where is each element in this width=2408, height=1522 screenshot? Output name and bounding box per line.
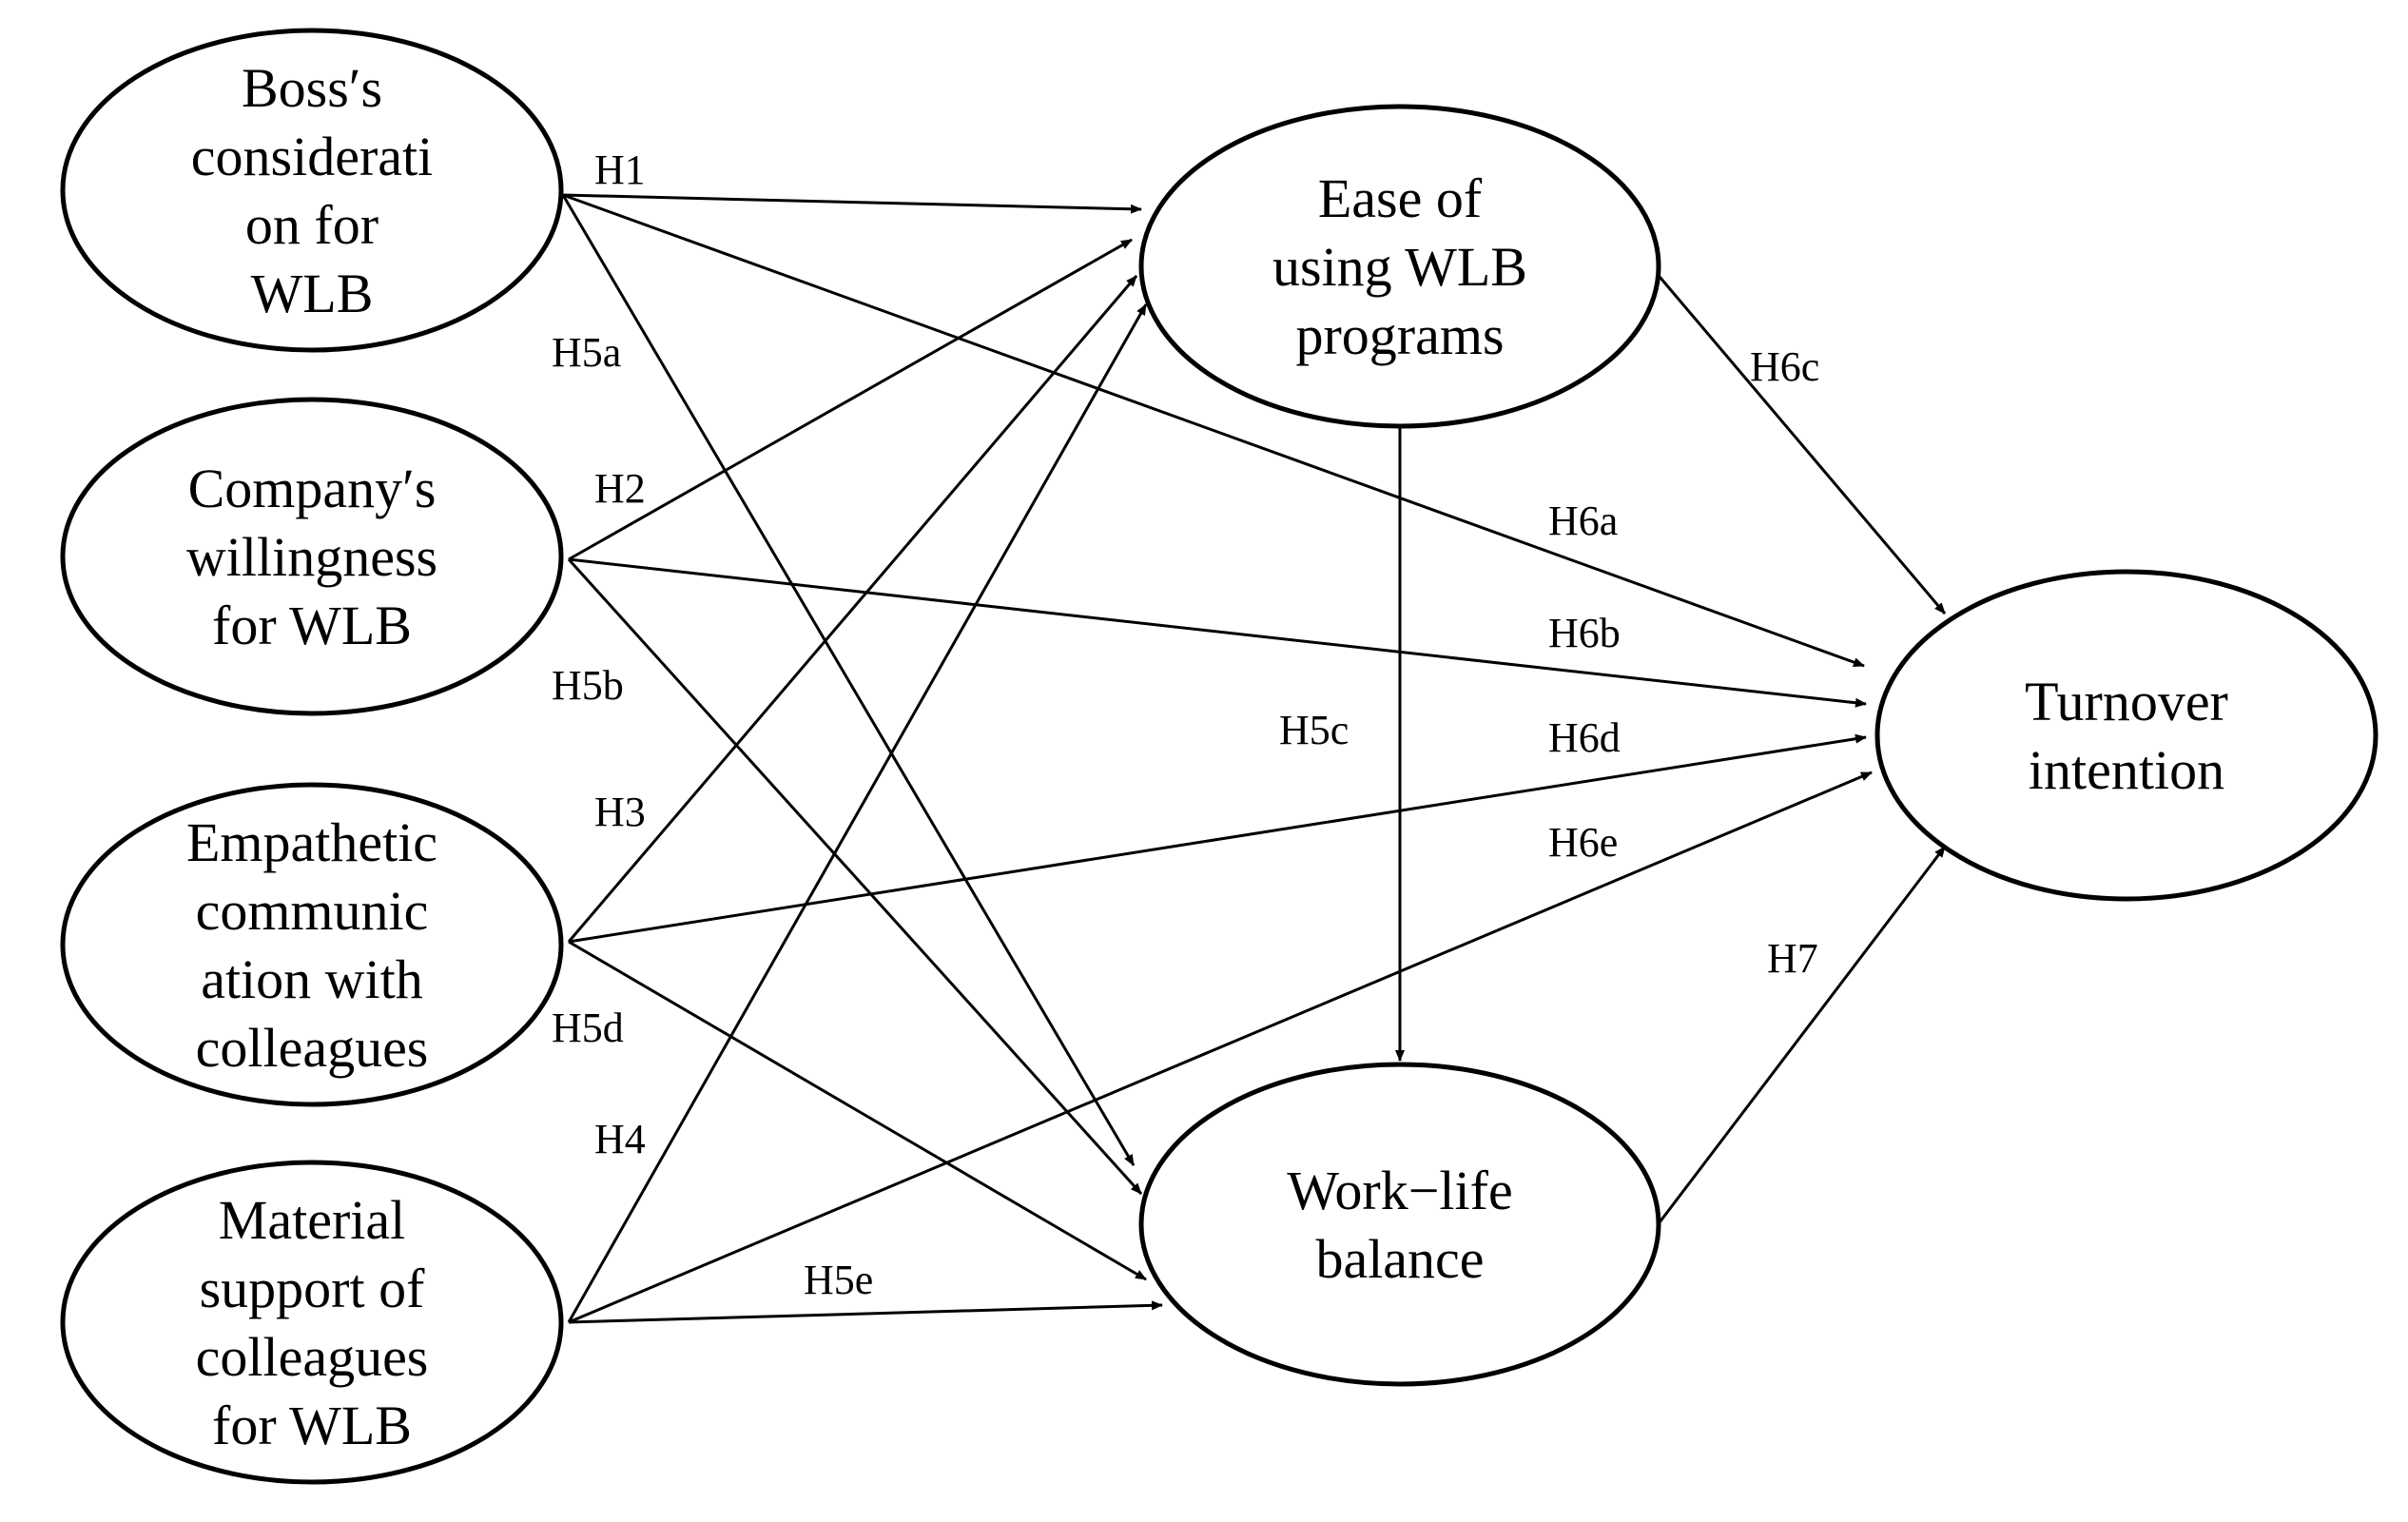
edge-label-h5a: H5a bbox=[552, 329, 621, 376]
edge-label-h3: H3 bbox=[594, 789, 646, 835]
node-label-boss-line-2: on for bbox=[245, 194, 379, 256]
node-label-boss-line-1: considerati bbox=[191, 126, 433, 187]
node-label-company-line-0: Company′s bbox=[188, 458, 437, 519]
node-label-boss-line-3: WLB bbox=[251, 263, 374, 324]
node-label-turnover-line-1: intention bbox=[2029, 739, 2224, 801]
node-turnover: Turnover intention bbox=[1874, 569, 2379, 902]
node-label-empathetic-line-2: ation with bbox=[201, 948, 423, 1010]
node-ellipse-company bbox=[60, 397, 564, 716]
edge-label-h4: H4 bbox=[594, 1116, 646, 1162]
node-material: Material support of colleagues for WLB bbox=[60, 1160, 564, 1485]
edge-label-h1: H1 bbox=[594, 146, 646, 193]
edge-label-h5e: H5e bbox=[804, 1257, 873, 1303]
arrow-h6b bbox=[568, 557, 1867, 708]
node-label-material-line-3: for WLB bbox=[212, 1395, 412, 1456]
edge-label-h5b: H5b bbox=[552, 662, 624, 709]
arrow-h6d bbox=[568, 733, 1867, 944]
edge-label-h6d: H6d bbox=[1548, 714, 1621, 761]
edge-label-h6a: H6a bbox=[1548, 498, 1618, 544]
arrow-h6a bbox=[562, 193, 1865, 668]
node-ellipse-boss bbox=[60, 28, 564, 353]
arrow-h3 bbox=[567, 275, 1138, 943]
arrow-h5a bbox=[561, 194, 1136, 1166]
node-label-ease-line-2: programs bbox=[1295, 304, 1504, 366]
node-company: Company′s willingness for WLB bbox=[60, 397, 564, 716]
node-label-empathetic-line-0: Empathetic bbox=[186, 811, 437, 873]
arrow-h5e bbox=[568, 1300, 1163, 1324]
node-label-empathetic-line-1: communic bbox=[196, 880, 429, 942]
edge-label-h6e: H6e bbox=[1548, 819, 1618, 866]
node-ellipse-empathetic bbox=[60, 782, 564, 1107]
node-label-company-line-2: for WLB bbox=[212, 595, 412, 656]
node-ellipse-material bbox=[60, 1160, 564, 1485]
edge-label-h2: H2 bbox=[594, 465, 646, 512]
node-label-ease-line-1: using WLB bbox=[1272, 236, 1527, 298]
node-label-material-line-2: colleagues bbox=[196, 1326, 429, 1388]
node-label-material-line-0: Material bbox=[219, 1189, 405, 1251]
node-label-wlb-line-1: balance bbox=[1315, 1228, 1484, 1290]
arrow-h7 bbox=[1658, 846, 1947, 1223]
edge-label-h7: H7 bbox=[1767, 935, 1818, 982]
arrow-h1 bbox=[562, 193, 1142, 214]
node-label-ease-line-0: Ease of bbox=[1318, 167, 1483, 229]
node-label-material-line-1: support of bbox=[200, 1258, 426, 1319]
node-wlb: Work−life balance bbox=[1138, 1062, 1661, 1387]
node-ellipse-wlb bbox=[1138, 1062, 1661, 1387]
arrow-h6c bbox=[1653, 270, 1947, 615]
edges-layer bbox=[561, 193, 1947, 1324]
node-ellipse-ease bbox=[1138, 104, 1661, 429]
arrow-h5d bbox=[568, 940, 1147, 1281]
edge-label-h5d: H5d bbox=[552, 1005, 624, 1051]
edge-label-h5c: H5c bbox=[1279, 707, 1349, 753]
node-ellipse-turnover bbox=[1874, 569, 2379, 902]
arrow-h2 bbox=[568, 238, 1133, 561]
edge-label-h6c: H6c bbox=[1750, 343, 1819, 390]
node-label-turnover-line-0: Turnover bbox=[2025, 671, 2228, 732]
node-label-boss-line-0: Boss′s bbox=[242, 57, 382, 119]
edge-label-h6b: H6b bbox=[1548, 610, 1621, 656]
arrow-h6e bbox=[568, 771, 1873, 1324]
arrow-h5b bbox=[567, 557, 1143, 1196]
node-label-wlb-line-0: Work−life bbox=[1287, 1160, 1512, 1221]
node-label-empathetic-line-3: colleagues bbox=[196, 1017, 429, 1079]
node-label-company-line-1: willingness bbox=[186, 526, 437, 588]
arrow-h4 bbox=[567, 303, 1148, 1323]
